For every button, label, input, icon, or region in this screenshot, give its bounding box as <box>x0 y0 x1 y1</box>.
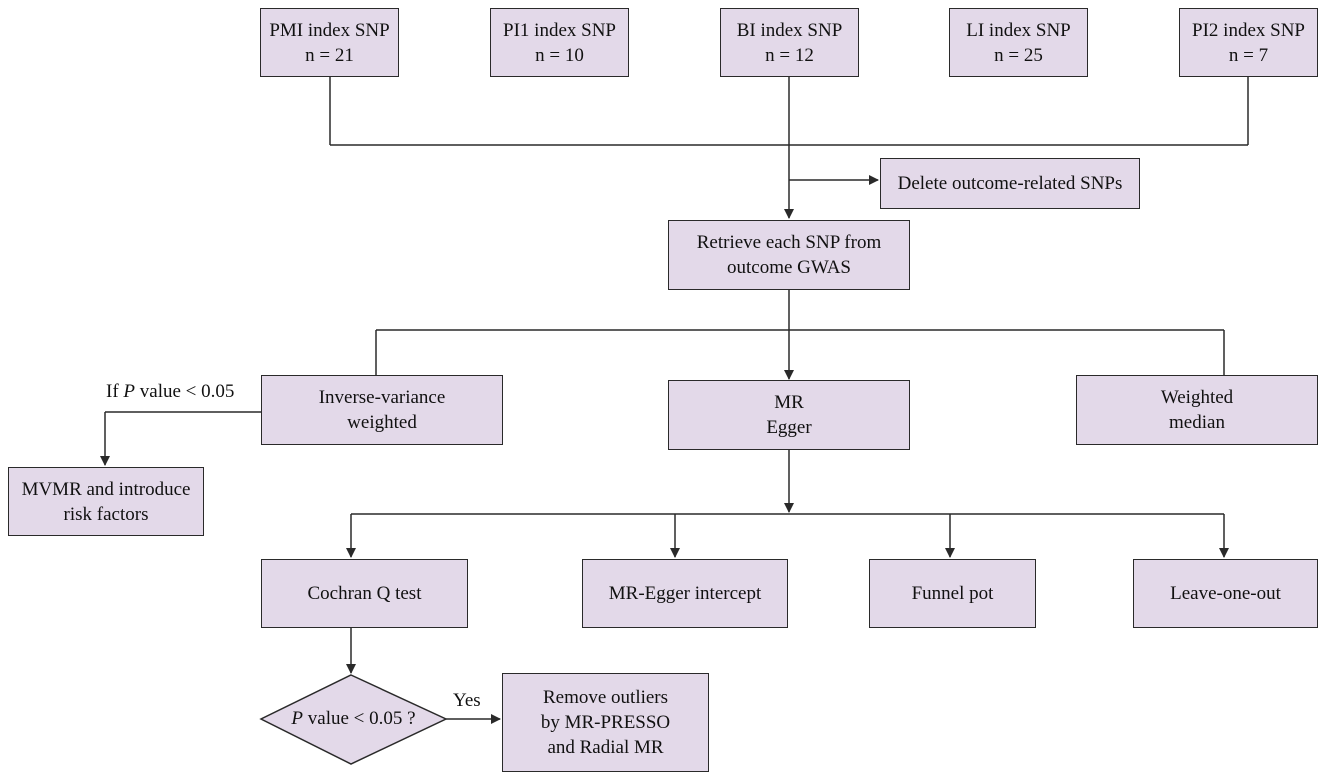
index-box-count: n = 12 <box>765 44 814 66</box>
index-box-count: n = 21 <box>305 44 354 66</box>
delete-snps-box: Delete outcome-related SNPs <box>880 158 1140 209</box>
egger-line1: MR <box>774 392 804 413</box>
index-box-bi: BI index SNP n = 12 <box>720 8 859 77</box>
index-box-title: PMI index SNP <box>269 19 390 41</box>
ivw-line1: Inverse-variance <box>318 387 446 408</box>
weighted-median-method-box: Weighted median <box>1076 375 1318 445</box>
remove-outliers-box: Remove outliers by MR-PRESSO and Radial … <box>502 673 709 772</box>
decision-p-symbol: P <box>291 708 304 729</box>
outlier-line3: and Radial MR <box>547 737 664 758</box>
index-box-title: PI1 index SNP <box>503 19 616 41</box>
index-box-pi1: PI1 index SNP n = 10 <box>490 8 629 77</box>
index-box-title: LI index SNP <box>966 19 1071 41</box>
decision-text: value < 0.05 ? <box>307 708 416 729</box>
ivw-method-box: Inverse-variance weighted <box>261 375 503 445</box>
index-box-pi2: PI2 index SNP n = 7 <box>1179 8 1318 77</box>
ivw-line2: weighted <box>347 412 417 433</box>
condition-prefix: If <box>106 381 119 402</box>
egger-line2: Egger <box>766 417 812 438</box>
outlier-line1: Remove outliers <box>542 687 669 708</box>
decision-diamond <box>259 674 448 765</box>
index-box-count: n = 25 <box>994 44 1043 66</box>
median-line1: Weighted <box>1160 387 1234 408</box>
median-line2: median <box>1169 412 1225 433</box>
leave-one-out-box: Leave-one-out <box>1133 559 1318 628</box>
mvmr-box: MVMR and introduce risk factors <box>8 467 204 536</box>
index-box-count: n = 10 <box>535 44 584 66</box>
delete-snps-label: Delete outcome-related SNPs <box>897 173 1123 194</box>
condition-p-symbol: P <box>123 381 136 402</box>
mvmr-line2: risk factors <box>63 503 149 525</box>
index-box-li: LI index SNP n = 25 <box>949 8 1088 77</box>
outlier-line2: by MR-PRESSO <box>540 712 671 733</box>
decision-label: P value < 0.05 ? <box>261 706 446 732</box>
ivw-condition-label: If P value < 0.05 <box>106 381 234 403</box>
funnel-label: Funnel pot <box>911 583 994 604</box>
mvmr-line1: MVMR and introduce <box>21 478 191 500</box>
cochran-label: Cochran Q test <box>307 583 422 604</box>
cochran-q-box: Cochran Q test <box>261 559 468 628</box>
mr-egger-intercept-box: MR-Egger intercept <box>582 559 788 628</box>
loo-label: Leave-one-out <box>1170 583 1281 604</box>
intercept-label: MR-Egger intercept <box>608 583 762 604</box>
index-box-title: BI index SNP <box>736 19 843 41</box>
retrieve-line2: outcome GWAS <box>726 257 851 278</box>
index-box-pmi: PMI index SNP n = 21 <box>260 8 399 77</box>
yes-label: Yes <box>453 690 481 711</box>
funnel-plot-box: Funnel pot <box>869 559 1036 628</box>
index-box-title: PI2 index SNP <box>1192 19 1305 41</box>
index-box-count: n = 7 <box>1228 44 1269 66</box>
mr-egger-method-box: MR Egger <box>668 380 910 450</box>
condition-suffix: value < 0.05 <box>139 381 235 402</box>
retrieve-snp-box: Retrieve each SNP from outcome GWAS <box>668 220 910 290</box>
retrieve-line1: Retrieve each SNP from <box>696 232 882 253</box>
